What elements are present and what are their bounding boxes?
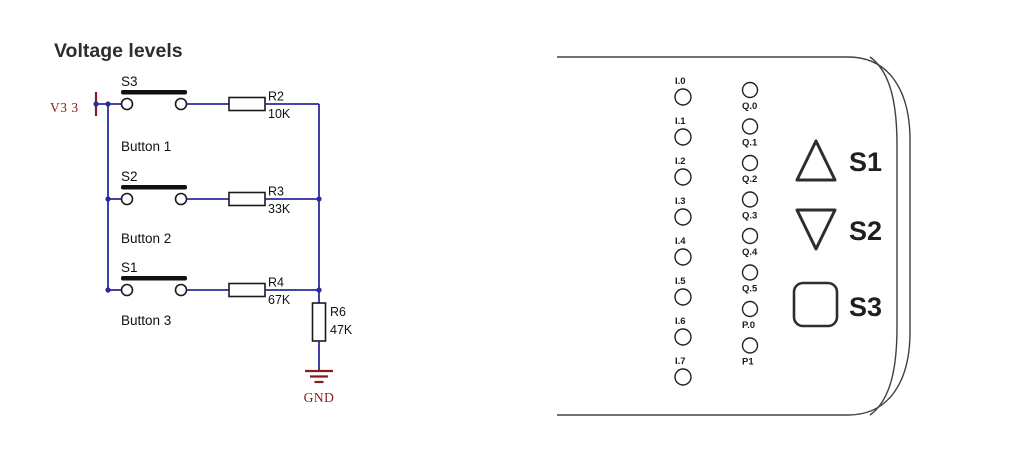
resistor-name: R6 — [330, 305, 346, 319]
branch-row-1: S3 R2 10K Button 1 — [96, 74, 319, 154]
output-terminal-icon — [741, 300, 759, 318]
junction-dot — [316, 287, 322, 293]
resistor-value: 10K — [268, 107, 291, 121]
input-label: I.3 — [675, 196, 686, 207]
switch-label: S3 — [121, 74, 138, 89]
resistor-value: 67K — [268, 293, 291, 307]
button-s3-square-icon[interactable] — [792, 281, 839, 328]
panel-buttons: S1 S2 S3 — [792, 139, 882, 328]
button-s1-triangle-up-icon[interactable] — [795, 139, 837, 182]
switch-contact-icon — [174, 97, 188, 111]
button-s2-label: S2 — [849, 216, 882, 246]
branch-row-2: S2 R3 33K Button 2 — [108, 169, 319, 246]
input-terminal-icon — [674, 168, 692, 186]
panel-inner-edge — [869, 56, 898, 416]
resistor-value: 47K — [330, 323, 353, 337]
switch-contact-icon — [120, 283, 134, 297]
input-label: I.7 — [675, 356, 686, 367]
voltage-divider-circuit: Voltage levels V3 3 S3 R2 10K Button 1 S… — [50, 40, 353, 405]
panel-outer-edge — [557, 56, 911, 416]
page-title: Voltage levels — [54, 40, 183, 62]
input-label: I.6 — [675, 316, 686, 327]
input-terminal-column: I.0 I.1 I.2 I.3 I.4 I.5 I.6 I.7 — [674, 76, 692, 386]
button-s2-triangle-down-icon[interactable] — [795, 208, 837, 251]
output-label: P1 — [742, 357, 754, 368]
ground-label: GND — [304, 390, 335, 405]
resistor-body-icon — [228, 96, 266, 112]
button-caption: Button 1 — [121, 139, 171, 154]
output-terminal-icon — [741, 154, 759, 172]
output-label: P.0 — [742, 320, 755, 331]
pushbutton-actuator-icon — [121, 185, 187, 190]
button-caption: Button 2 — [121, 231, 171, 246]
input-terminal-icon — [674, 128, 692, 146]
branch-row-3: S1 R4 67K Button 3 — [108, 260, 319, 328]
output-terminal-icon — [741, 81, 759, 99]
switch-label: S2 — [121, 169, 138, 184]
resistor-name: R3 — [268, 185, 284, 199]
resistor-body-icon — [228, 191, 266, 207]
button-s1-label: S1 — [849, 147, 882, 177]
output-terminal-icon — [741, 118, 759, 135]
output-label: Q.5 — [742, 284, 758, 295]
input-terminal-icon — [674, 328, 692, 346]
switch-contact-icon — [120, 97, 134, 111]
output-label: Q.1 — [742, 138, 758, 149]
input-terminal-icon — [674, 208, 692, 226]
output-terminal-icon — [741, 264, 759, 281]
switch-contact-icon — [174, 283, 188, 297]
junction-dot — [316, 196, 322, 202]
button-s3-label: S3 — [849, 292, 882, 322]
ground-symbol-icon — [305, 369, 333, 384]
switch-contact-icon — [120, 192, 134, 206]
pushbutton-actuator-icon — [121, 90, 187, 95]
input-label: I.0 — [675, 76, 686, 87]
output-label: Q.4 — [742, 247, 758, 258]
output-terminal-column: Q.0 Q.1 Q.2 Q.3 Q.4 Q.5 P.0 P1 — [741, 81, 759, 368]
output-label: Q.0 — [742, 101, 757, 112]
resistor-body-icon — [311, 302, 327, 342]
resistor-name: R2 — [268, 90, 284, 104]
switch-label: S1 — [121, 260, 138, 275]
output-label: Q.3 — [742, 211, 757, 222]
output-label: Q.2 — [742, 174, 757, 185]
input-label: I.5 — [675, 276, 686, 287]
input-terminal-icon — [674, 248, 692, 266]
output-terminal-icon — [741, 337, 759, 354]
pulldown-branch: R6 47K GND — [304, 104, 353, 405]
input-terminal-icon — [674, 288, 692, 306]
input-label: I.1 — [675, 116, 686, 127]
resistor-name: R4 — [268, 276, 284, 290]
button-caption: Button 3 — [121, 313, 171, 328]
input-label: I.2 — [675, 156, 686, 167]
input-terminal-icon — [674, 368, 692, 386]
input-terminal-icon — [674, 88, 692, 106]
resistor-body-icon — [228, 282, 266, 298]
output-terminal-icon — [741, 227, 759, 245]
input-label: I.4 — [675, 236, 686, 247]
supply-label: V3 3 — [50, 100, 79, 115]
switch-contact-icon — [174, 192, 188, 206]
pushbutton-actuator-icon — [121, 276, 187, 281]
resistor-value: 33K — [268, 202, 291, 216]
device-panel: I.0 I.1 I.2 I.3 I.4 I.5 I.6 I.7 Q.0 Q.1 … — [557, 56, 911, 416]
output-terminal-icon — [741, 191, 759, 208]
